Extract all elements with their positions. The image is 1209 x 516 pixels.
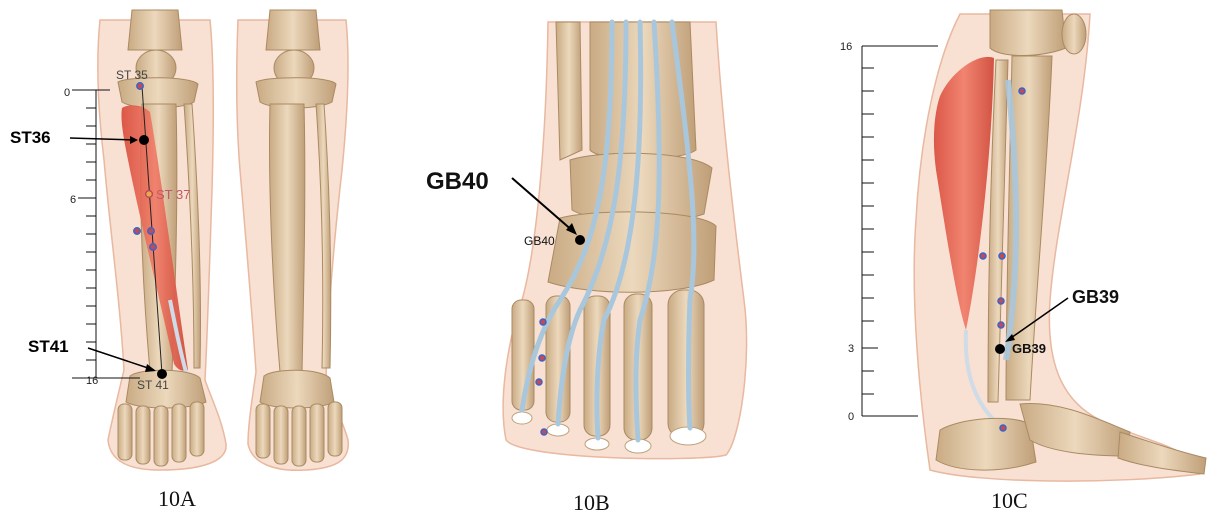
- acupoint-marker: [536, 379, 542, 385]
- tibia-head-left: [118, 78, 198, 108]
- point-label-gb39: GB39: [1012, 341, 1046, 356]
- femur-left: [128, 10, 182, 50]
- callout-gb39: GB39: [1072, 287, 1119, 307]
- acupoint-marker: [999, 253, 1005, 259]
- acupoint-marker: [998, 298, 1004, 304]
- acupoint-st36: [139, 135, 149, 145]
- caption-10c: 10C: [991, 488, 1028, 514]
- caption-10a: 10A: [158, 486, 196, 512]
- acupoint-marker: [540, 319, 546, 325]
- acupoint-marker: [1019, 88, 1025, 94]
- scale-10c-bottom: 0: [848, 411, 854, 423]
- scale-10c-mid: 3: [848, 343, 854, 355]
- acupoint-marker: [1000, 425, 1006, 431]
- acupoint-st35: [137, 83, 143, 89]
- scale-10c-top: 16: [840, 41, 852, 53]
- acupoint-marker: [148, 228, 154, 234]
- scale-10a-top: 0: [64, 87, 70, 99]
- callout-st41: ST41: [28, 337, 69, 356]
- point-label-gb40: GB40: [524, 234, 555, 248]
- caption-10b: 10B: [573, 490, 610, 516]
- femur-10c: [990, 10, 1066, 56]
- acupoint-st37: [146, 191, 153, 198]
- calcaneus-10c: [936, 418, 1036, 470]
- acupoint-gb40: [575, 235, 585, 245]
- acupoint-marker: [998, 322, 1004, 328]
- callout-gb40: GB40: [426, 168, 489, 195]
- callout-st36: ST36: [10, 128, 51, 147]
- scale-10a-mid: 6: [70, 194, 76, 206]
- point-label-st37: ST 37: [156, 187, 190, 202]
- point-label-st35: ST 35: [116, 68, 148, 82]
- panel-10b: GB40 GB40: [426, 22, 747, 459]
- acupoint-marker: [134, 228, 140, 234]
- point-label-st41: ST 41: [137, 378, 169, 392]
- acupoint-gb39: [995, 344, 1005, 354]
- scale-10a-bottom: 16: [86, 375, 98, 387]
- knee-10c: [1062, 14, 1086, 54]
- acupoint-marker: [539, 355, 545, 361]
- tarsals-right: [260, 370, 334, 408]
- femur-right: [266, 10, 320, 50]
- tibia-head-right: [256, 78, 336, 108]
- acupoint-marker: [150, 244, 156, 250]
- panel-10a: 0 6 16 ST 35 ST 37 ST 41 ST36 ST41: [10, 10, 348, 470]
- panel-10c: 16 3 0 GB39 GB39: [840, 10, 1206, 481]
- fibula-10b: [556, 22, 582, 160]
- acupoint-marker: [541, 429, 547, 435]
- acupoint-marker: [980, 253, 986, 259]
